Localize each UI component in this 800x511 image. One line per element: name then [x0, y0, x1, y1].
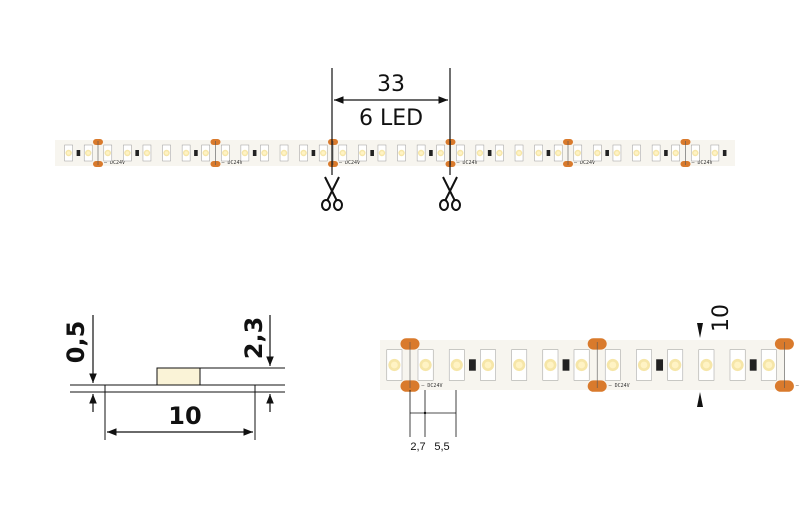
- height-label: 2,3: [240, 317, 268, 360]
- led-core: [66, 151, 71, 155]
- led-core: [340, 151, 345, 155]
- led-core: [713, 151, 717, 155]
- led-core: [321, 151, 326, 155]
- led-core: [654, 151, 658, 155]
- segment-length-label: 33: [377, 72, 405, 97]
- detail-led-strip: — DC24V — DC24V — DC24V: [380, 338, 800, 392]
- resistor: [546, 150, 551, 156]
- resistor: [468, 359, 476, 371]
- resistor: [311, 150, 316, 156]
- led-core: [634, 151, 639, 155]
- strip-profile: [104, 384, 256, 393]
- pcb-label: — DC24V: [574, 160, 595, 166]
- led-core: [515, 361, 523, 369]
- resistor: [135, 150, 139, 156]
- led-core: [184, 151, 188, 155]
- led-core: [453, 361, 461, 369]
- resistor: [252, 150, 257, 156]
- resistor: [370, 150, 374, 156]
- led-core: [702, 361, 710, 369]
- led-core: [615, 151, 619, 155]
- pcb-label: — DC24V: [104, 160, 125, 166]
- led-core: [673, 151, 678, 155]
- resistor: [487, 150, 492, 156]
- led-core: [640, 361, 648, 369]
- led-core: [693, 151, 698, 155]
- led-core: [419, 151, 423, 155]
- led-core: [243, 151, 247, 155]
- led-core: [105, 151, 110, 155]
- led-core: [125, 151, 130, 155]
- led-core: [546, 361, 554, 369]
- led-core: [164, 151, 169, 155]
- pcb-label: — DC24V: [692, 160, 713, 166]
- segment-dimension: 33 6 LED: [331, 68, 451, 175]
- led-core: [380, 151, 384, 155]
- width-arrow-bottom: [697, 392, 703, 407]
- led-core: [438, 151, 443, 155]
- led-core: [484, 361, 492, 369]
- led-core: [301, 151, 306, 155]
- pcb-label: — DC24V: [796, 383, 800, 389]
- thickness-label: 0,5: [62, 321, 90, 364]
- resistor: [722, 150, 727, 156]
- led-core: [86, 151, 91, 155]
- led-profile: [156, 367, 201, 386]
- led-core: [765, 361, 773, 369]
- detail-width-label: 10: [709, 304, 734, 332]
- scissors-icon: [321, 176, 343, 211]
- led-core: [517, 151, 521, 155]
- detail-dimensions: 2,7 5,5 10: [409, 304, 734, 453]
- led-core: [282, 151, 286, 155]
- led-core: [223, 151, 228, 155]
- led-core: [262, 151, 267, 155]
- led-core: [145, 151, 149, 155]
- pcb-label: — DC24V: [222, 160, 243, 166]
- pcb-label: — DC24V: [457, 160, 478, 166]
- resistor: [429, 150, 433, 156]
- pcb-label: — DC24V: [609, 383, 630, 389]
- led-core: [671, 361, 679, 369]
- led-core: [390, 361, 398, 369]
- pcb-label: — DC24V: [339, 160, 360, 166]
- width-label: 10: [168, 402, 201, 430]
- led-core: [360, 151, 365, 155]
- led-core: [399, 151, 404, 155]
- width-arrow-top: [697, 323, 703, 338]
- led-core: [556, 151, 561, 155]
- resistor: [605, 150, 609, 156]
- segment-led-count-label: 6 LED: [359, 106, 423, 131]
- resistor: [562, 359, 570, 371]
- led-core: [458, 151, 463, 155]
- led-core: [203, 151, 208, 155]
- top-led-strip: — DC24V — DC24V — DC24V — DC24V — DC24V — DC2…: [55, 139, 735, 167]
- led-core: [595, 151, 600, 155]
- led-core: [734, 361, 742, 369]
- led-core: [536, 151, 541, 155]
- resistor: [194, 150, 198, 156]
- led-pitch-label: 5,5: [434, 441, 449, 453]
- resistor: [749, 359, 757, 371]
- resistor: [76, 150, 81, 156]
- pcb-label: — DC24V: [421, 383, 442, 389]
- resistor: [664, 150, 668, 156]
- pad-offset-label: 2,7: [410, 441, 425, 453]
- resistor: [656, 359, 664, 371]
- led-core: [478, 151, 482, 155]
- led-core: [422, 361, 430, 369]
- led-core: [609, 361, 617, 369]
- scissors-icon: [439, 176, 461, 211]
- cross-section: 10 0,5 2,3: [62, 315, 285, 440]
- led-core: [497, 151, 502, 155]
- led-core: [578, 361, 586, 369]
- led-core: [575, 151, 580, 155]
